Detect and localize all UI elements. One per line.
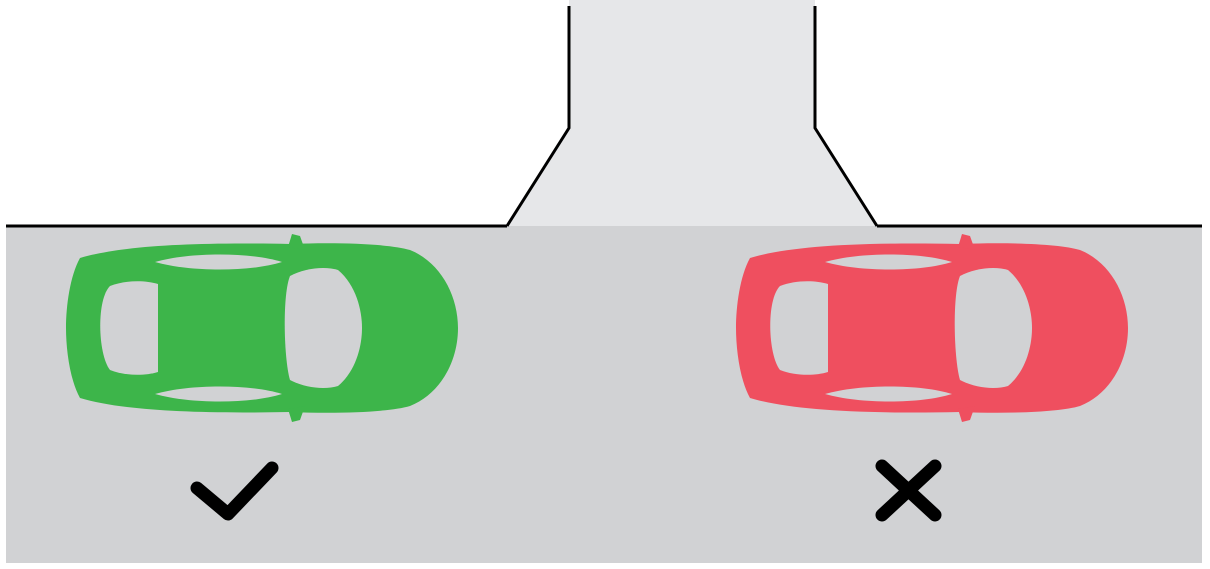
check-icon (190, 461, 279, 521)
driveway-outline (505, 6, 879, 227)
driveway (507, 0, 877, 226)
x-icon (875, 459, 942, 522)
car-correct (66, 234, 458, 422)
car-incorrect (736, 234, 1128, 422)
